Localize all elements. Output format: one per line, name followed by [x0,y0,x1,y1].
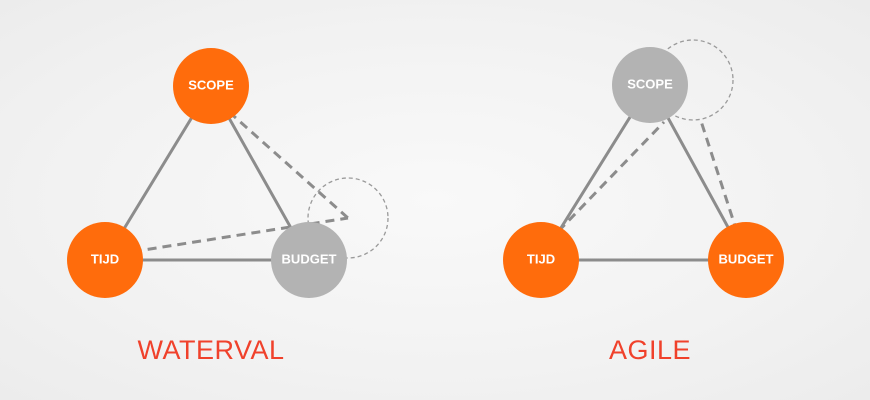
agile-diagram: SCOPE TIJD BUDGET AGILE [503,39,784,365]
waterval-title: WATERVAL [137,335,284,365]
waterval-scope-label: SCOPE [188,77,234,92]
agile-title: AGILE [609,335,691,365]
agile-tijd-node [503,222,579,298]
agile-budget-label: BUDGET [719,251,774,266]
agile-scope-node [612,47,688,123]
agile-budget-node [708,222,784,298]
waterval-diagram: SCOPE TIJD BUDGET WATERVAL [67,48,389,365]
waterval-budget-node [271,222,347,298]
waterval-tijd-node [67,222,143,298]
agile-dashed-edge-tijd-ghost [546,120,666,244]
waterval-tijd-label: TIJD [91,251,119,266]
agile-scope-label: SCOPE [627,76,673,91]
waterval-dashed-edge-scope-ghost [217,100,349,220]
waterval-budget-ghost-circle [307,177,389,259]
waterval-budget-label: BUDGET [282,251,337,266]
agile-tijd-label: TIJD [527,251,555,266]
agile-dashed-edge-budget-ghost [698,117,739,233]
waterval-dashed-edge-tijd-ghost [117,216,349,256]
agile-scope-ghost-circle [652,39,734,121]
waterval-scope-node [173,48,249,124]
